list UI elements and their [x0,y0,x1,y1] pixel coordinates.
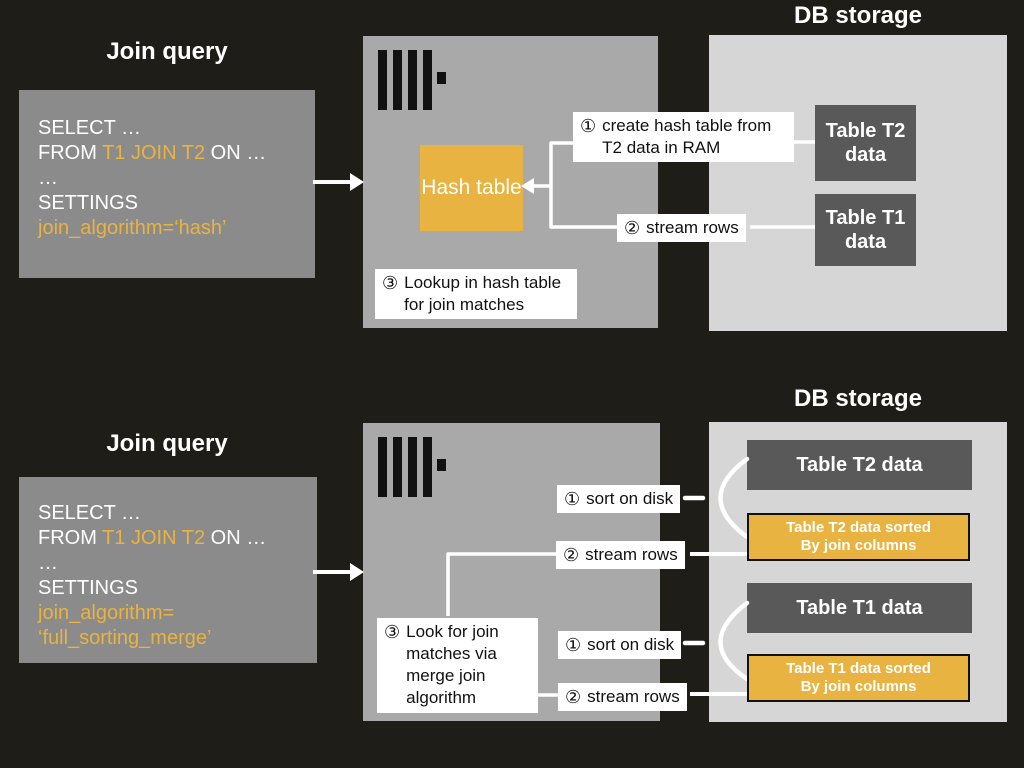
circled-2-icon: ② [563,545,580,565]
circled-2-icon: ② [624,218,641,238]
circled-1-icon: ① [580,116,597,136]
sql-algorithm-line-1: join_algorithm= [38,602,175,624]
sql-settings-line: SETTINGS [38,577,139,599]
table-t1-sorted-box: Table T1 data sorted By join columns [747,654,970,702]
hash-join-query-title: Join query [106,38,228,65]
sql-select-line: SELECT … [38,502,141,524]
circled-1-icon: ① [564,489,581,509]
sql-code: SELECT … FROM T1 JOIN T2 ON … … SETTINGS… [19,90,315,241]
sql-ellipsis-line: … [38,552,58,574]
sql-join-clause: T1 JOIN T2 [102,527,206,549]
table-t2-data-box: Table T2 data [747,440,972,490]
sql-join-clause: T1 JOIN T2 [102,142,206,164]
sql-code: SELECT … FROM T1 JOIN T2 ON … … SETTINGS… [19,477,317,651]
clickhouse-logo-icon [378,437,446,498]
hash-db-storage-title: DB storage [793,2,923,29]
sql-from-line: FROM T1 JOIN T2 ON … [38,527,267,549]
sql-settings-line: SETTINGS [38,192,139,214]
hash-db-storage-box [709,35,1007,331]
sql-ellipsis-line: … [38,167,58,189]
sql-algorithm-line-2: ‘full_sorting_merge’ [38,627,212,649]
merge-join-query-box: SELECT … FROM T1 JOIN T2 ON … … SETTINGS… [19,477,317,663]
arrow-query-to-server-icon [313,563,364,581]
sql-algorithm-line: join_algorithm=‘hash’ [38,217,227,239]
merge-join-query-title: Join query [106,430,228,457]
table-t1-data-box: Table T1 data [815,194,916,266]
circled-2-icon: ② [565,687,582,707]
arrow-query-to-server-icon [313,173,364,191]
circled-3-icon: ③ [382,273,399,293]
sql-select-line: SELECT … [38,117,141,139]
table-t1-data-box: Table T1 data [747,583,972,633]
merge-db-storage-title: DB storage [793,385,923,412]
table-t2-sorted-box: Table T2 data sorted By join columns [747,513,970,561]
table-t2-data-box: Table T2 data [815,105,916,181]
circled-1-icon: ① [565,635,582,655]
sql-from-line: FROM T1 JOIN T2 ON … [38,142,267,164]
clickhouse-logo-icon [378,50,446,111]
hash-join-query-box: SELECT … FROM T1 JOIN T2 ON … … SETTINGS… [19,90,315,278]
circled-3-icon: ③ [384,622,401,642]
hash-table-box: Hash table [420,145,523,231]
